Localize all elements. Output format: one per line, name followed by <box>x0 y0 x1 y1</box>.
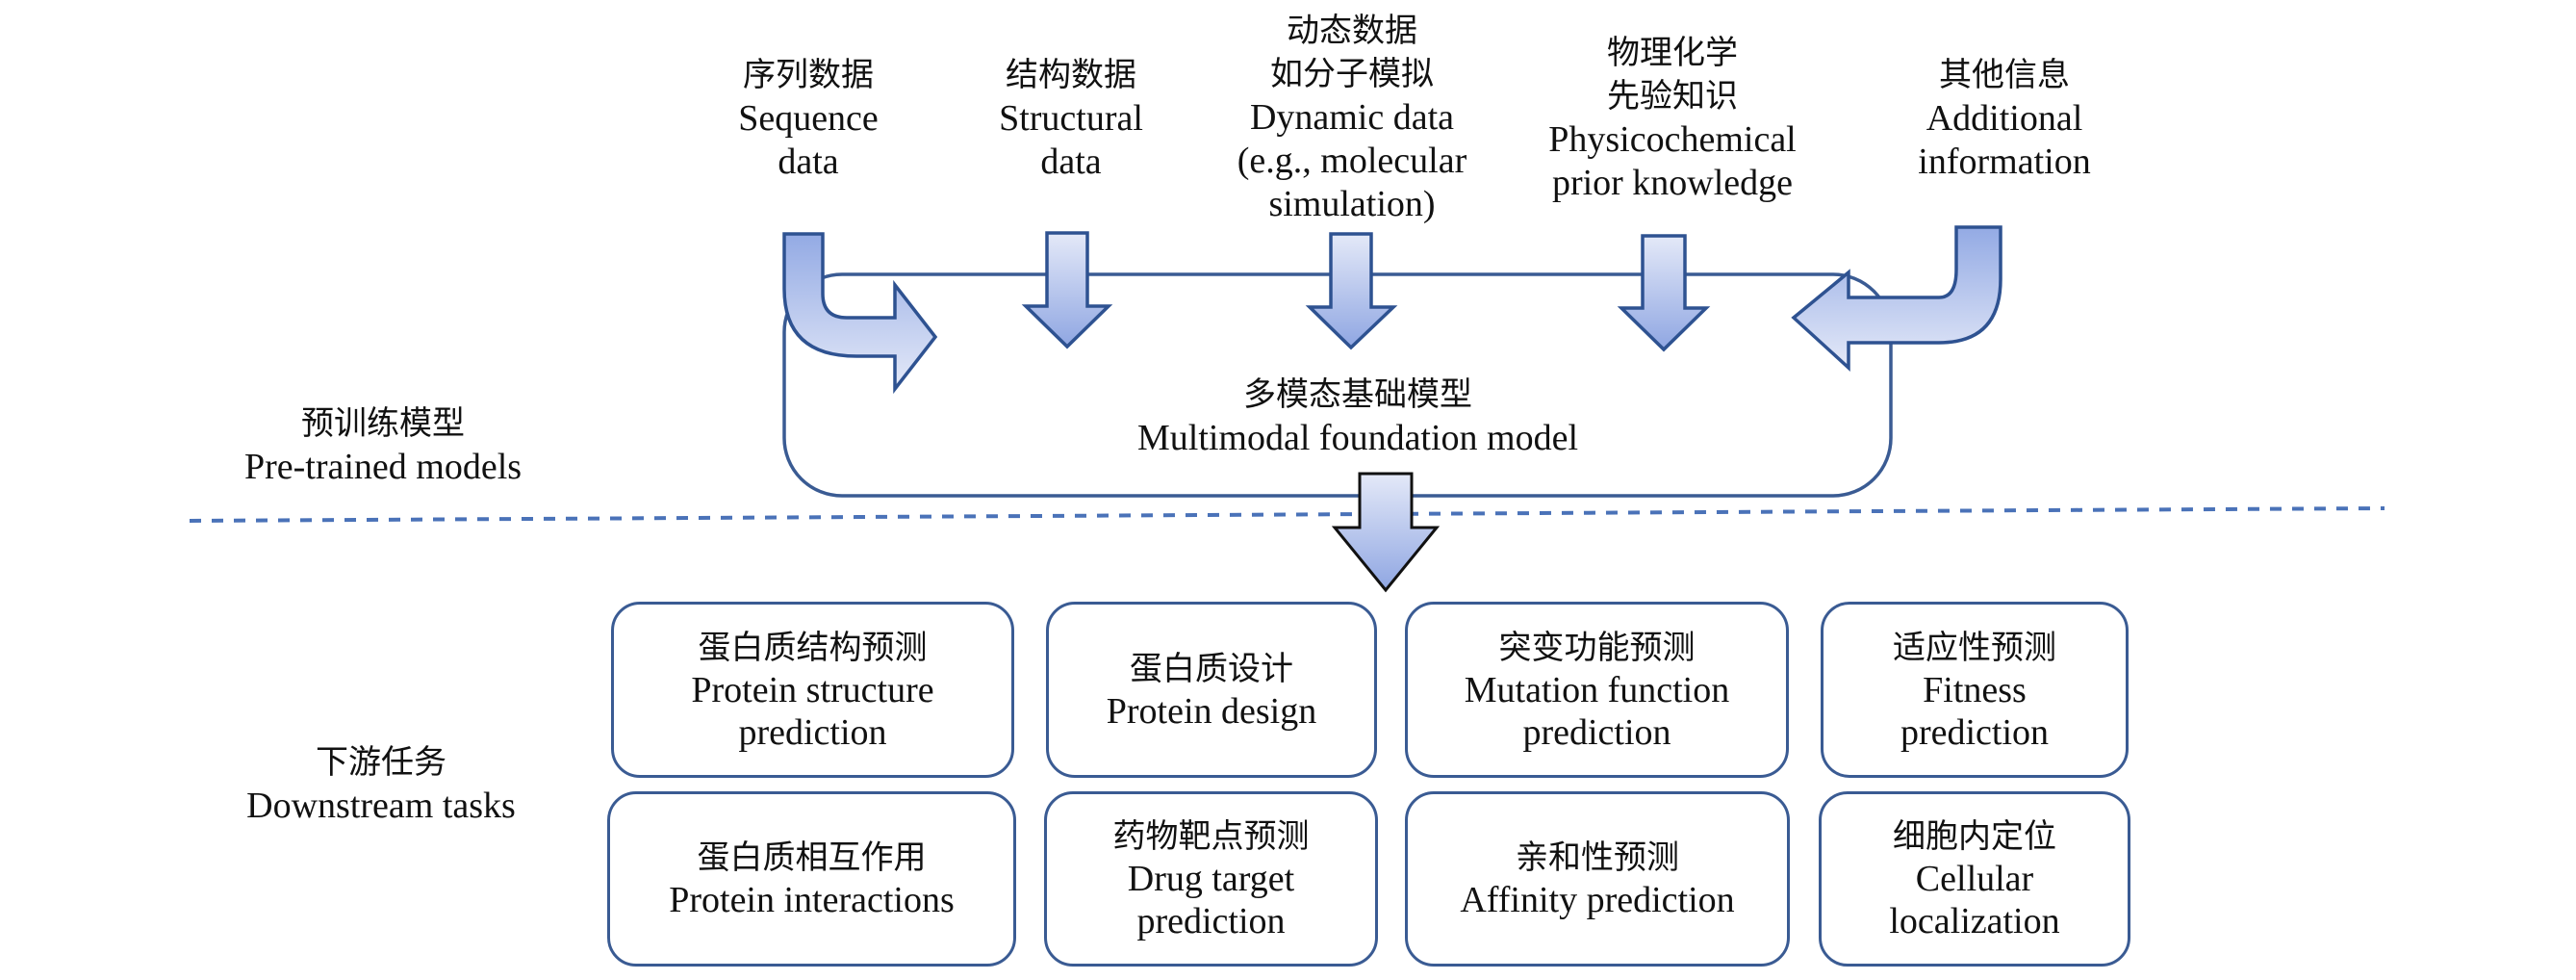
input-en: data <box>1040 142 1102 182</box>
input-en: Additional <box>1926 98 2083 139</box>
section-label-downstream: 下游任务 Downstream tasks <box>246 741 516 828</box>
foundation-model-cn: 多模态基础模型 <box>1243 375 1472 414</box>
task-en: Cellular <box>1915 859 2034 899</box>
input-cn: 先验知识 <box>1606 77 1738 116</box>
input-label-sequence: 序列数据 Sequence data <box>738 54 879 184</box>
section-cn: 下游任务 <box>316 743 446 782</box>
input-cn: 结构数据 <box>1005 56 1136 94</box>
task-en: prediction <box>1522 711 1671 753</box>
input-label-dynamic: 动态数据 如分子模拟 Dynamic data (e.g., molecular… <box>1237 10 1467 226</box>
input-cn: 其他信息 <box>1939 56 2070 94</box>
task-cellular-localization: 细胞内定位 Cellular localization <box>1819 791 2130 967</box>
task-en: Drug target <box>1127 859 1295 899</box>
task-cn: 蛋白质设计 <box>1130 649 1293 688</box>
task-protein-structure-prediction: 蛋白质结构预测 Protein structure prediction <box>611 602 1014 778</box>
input-en: (e.g., molecular <box>1237 141 1467 181</box>
section-divider <box>189 506 2385 523</box>
task-en: localization <box>1889 901 2060 941</box>
input-en: Sequence <box>738 98 879 139</box>
input-en: Physicochemical <box>1548 119 1797 160</box>
task-en: prediction <box>1900 711 2050 753</box>
input-en: data <box>778 142 839 182</box>
input-en: information <box>1918 142 2091 182</box>
foundation-model-label: 多模态基础模型 Multimodal foundation model <box>1137 374 1578 460</box>
task-en: Protein structure <box>691 669 934 710</box>
section-cn: 预训练模型 <box>301 404 465 443</box>
task-mutation-function-prediction: 突变功能预测 Mutation function prediction <box>1405 602 1789 778</box>
foundation-model-en: Multimodal foundation model <box>1136 418 1579 458</box>
bent-arrow-sequence-icon <box>782 232 938 395</box>
task-cn: 蛋白质结构预测 <box>698 628 928 667</box>
input-cn: 物理化学 <box>1606 34 1738 72</box>
arrow-dynamic-icon <box>1305 232 1398 350</box>
task-cn: 药物靶点预测 <box>1112 817 1310 856</box>
input-en: simulation) <box>1268 184 1436 224</box>
input-label-structural: 结构数据 Structural data <box>999 54 1143 184</box>
task-en: prediction <box>738 711 887 753</box>
task-cn: 适应性预测 <box>1893 628 2056 667</box>
task-en: Affinity prediction <box>1460 880 1735 920</box>
input-cn: 如分子模拟 <box>1269 55 1434 93</box>
task-en: prediction <box>1136 901 1286 941</box>
task-affinity-prediction: 亲和性预测 Affinity prediction <box>1405 791 1790 967</box>
bent-arrow-additional-icon <box>1791 225 2002 372</box>
task-cn: 蛋白质相互作用 <box>697 838 927 877</box>
task-protein-design: 蛋白质设计 Protein design <box>1046 602 1377 778</box>
input-label-additional: 其他信息 Additional information <box>1918 54 2090 184</box>
input-en: Structural <box>999 98 1143 139</box>
input-cn: 序列数据 <box>742 56 874 94</box>
task-en: Mutation function <box>1464 669 1730 710</box>
input-label-physicochemical: 物理化学 先验知识 Physicochemical prior knowledg… <box>1548 32 1796 205</box>
input-en: Dynamic data <box>1249 97 1455 138</box>
task-cn: 突变功能预测 <box>1498 628 1696 667</box>
input-en: prior knowledge <box>1551 163 1794 203</box>
task-en: Protein interactions <box>669 880 955 920</box>
arrow-structural-icon <box>1021 231 1113 349</box>
task-cn: 亲和性预测 <box>1516 838 1679 877</box>
section-label-pretrained: 预训练模型 Pre-trained models <box>244 402 522 489</box>
task-en: Fitness <box>1923 669 2027 710</box>
arrow-physicochemical-icon <box>1617 234 1711 352</box>
task-protein-interactions: 蛋白质相互作用 Protein interactions <box>607 791 1016 967</box>
task-cn: 细胞内定位 <box>1893 817 2056 856</box>
arrow-to-downstream-icon <box>1331 472 1441 593</box>
task-fitness-prediction: 适应性预测 Fitness prediction <box>1821 602 2129 778</box>
section-en: Pre-trained models <box>243 447 523 487</box>
input-cn: 动态数据 <box>1286 12 1417 50</box>
task-en: Protein design <box>1106 690 1317 732</box>
section-en: Downstream tasks <box>246 786 516 826</box>
task-drug-target-prediction: 药物靶点预测 Drug target prediction <box>1044 791 1378 967</box>
